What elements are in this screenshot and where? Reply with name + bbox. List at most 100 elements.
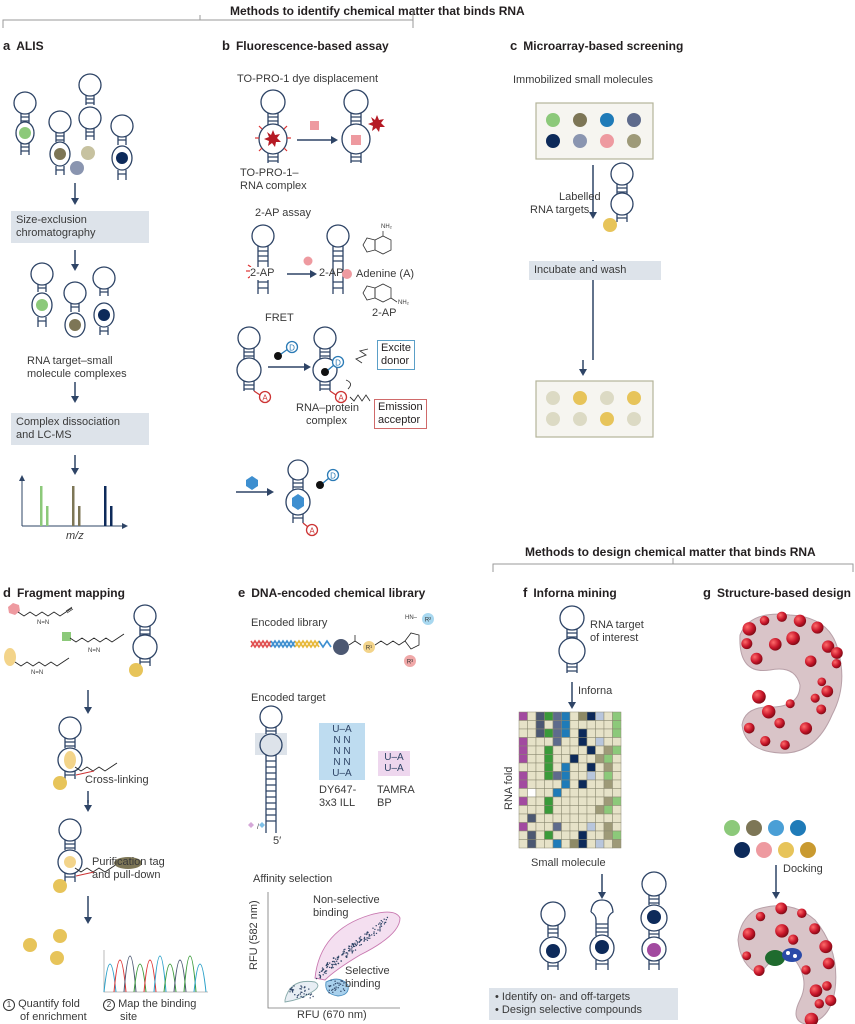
heatmap-cell (535, 779, 545, 789)
heatmap-cell (595, 737, 605, 747)
fret-title: FRET (265, 312, 294, 324)
heatmap-x-axis: Small molecule (531, 857, 606, 869)
heatmap-cell (527, 745, 537, 755)
scatter-point (379, 927, 381, 929)
rna-surface-structure (739, 611, 843, 754)
emission-line-2: acceptor (378, 414, 421, 426)
chromatogram-peak (153, 955, 167, 993)
heatmap-cell (612, 779, 622, 789)
panel-d-title-text: Fragment mapping (16, 586, 125, 600)
scatter-point (329, 962, 331, 964)
heatmap-cell (603, 788, 613, 798)
heatmap-cell (561, 796, 571, 806)
surface-atom (750, 652, 763, 665)
scatter-point (310, 993, 313, 995)
ill-pair: N N (333, 757, 351, 768)
donor-label-1: D (289, 344, 295, 353)
panel-f-title-text: Inforna mining (533, 586, 617, 600)
scatter-point (371, 934, 373, 936)
docking-label: Docking (783, 863, 823, 875)
heatmap-cell (603, 720, 613, 730)
heatmap-cell (561, 839, 571, 849)
scatter-point (337, 955, 340, 957)
array-after-spot (573, 391, 587, 405)
scatter-point (305, 993, 308, 996)
ill-pair: N N (333, 735, 351, 746)
crosslink-step (53, 716, 118, 803)
scatter-point (338, 982, 340, 984)
heatmap-cell (552, 805, 562, 815)
fret-displacement: D A (236, 459, 340, 537)
panel-d-letter: d (3, 585, 11, 600)
scatter-point (352, 945, 355, 948)
scatter-point (343, 982, 345, 984)
chromatogram-peak (193, 963, 207, 993)
heatmap-cell (586, 728, 596, 738)
heatmap-cell (527, 720, 537, 730)
surface-atom (793, 614, 807, 627)
scatter-point (380, 920, 382, 922)
lcms-step-line-1: Complex dissociation (16, 416, 120, 428)
heatmap-cell (603, 839, 613, 849)
heatmap-cell (612, 771, 622, 781)
heatmap-cell (569, 796, 579, 806)
scatter-point (366, 933, 368, 936)
heatmap-cell (569, 788, 579, 798)
scatter-point (372, 927, 374, 929)
scatter-point (342, 951, 344, 953)
heatmap-cell (603, 762, 613, 772)
heatmap-cell (535, 796, 545, 806)
affinity-selection-label: Affinity selection (253, 873, 333, 885)
heatmap-cell (552, 822, 562, 832)
outcome-2-text: Design selective compounds (501, 1004, 642, 1016)
heatmap-cell (535, 762, 545, 772)
heatmap-cell (595, 711, 605, 721)
surface-atom (775, 924, 789, 938)
acceptor-label-3: A (309, 527, 315, 536)
scatter-point (331, 963, 333, 966)
heatmap-cell (578, 779, 588, 789)
topro-complex-2: RNA complex (240, 180, 307, 192)
heatmap-cell (569, 762, 579, 772)
array-before-spot (600, 113, 614, 127)
scatter-point (367, 931, 369, 934)
scatter-point (326, 965, 329, 968)
heatmap-cell (578, 754, 588, 764)
design-header-bracket (492, 558, 854, 572)
quantify-line-2: of enrichment (20, 1011, 87, 1023)
surface-atom (774, 717, 785, 729)
surface-atom (775, 902, 788, 915)
heatmap-cell (586, 737, 596, 747)
slash-label: / (257, 824, 259, 831)
surface-atom (776, 611, 787, 622)
scatter-point (350, 945, 352, 947)
scatter-point (333, 984, 335, 986)
heatmap-cell (552, 737, 562, 747)
emission-line-1: Emission (378, 401, 423, 413)
scatter-point (379, 930, 381, 932)
scatter-point (348, 945, 350, 947)
complexes-label-1: RNA target–small (27, 355, 113, 367)
heatmap-cell (595, 830, 605, 840)
scatter-point (365, 938, 367, 940)
scatter-point (374, 928, 376, 931)
scatter-point (332, 988, 334, 991)
outcome-1: • Identify on- and off-targets (495, 991, 631, 1003)
scatter-point (322, 969, 324, 971)
docked-ligand-green (765, 950, 785, 966)
topro-dye-free (368, 115, 385, 132)
scatter-point (336, 982, 338, 984)
scatter-x-axis: RFU (670 nm) (297, 1009, 367, 1021)
tamra-pair: U–A (384, 763, 404, 774)
scatter-point (289, 988, 291, 990)
encoded-target-label: Encoded target (251, 692, 326, 704)
tamra-2: BP (377, 797, 392, 809)
surface-atom (755, 911, 766, 922)
affinity-scatter-plot (267, 892, 401, 1009)
scatter-point (335, 986, 337, 988)
surface-atom (780, 740, 790, 750)
heatmap-cell (595, 813, 605, 823)
scatter-point (347, 947, 350, 949)
heatmap-cell (561, 788, 571, 798)
